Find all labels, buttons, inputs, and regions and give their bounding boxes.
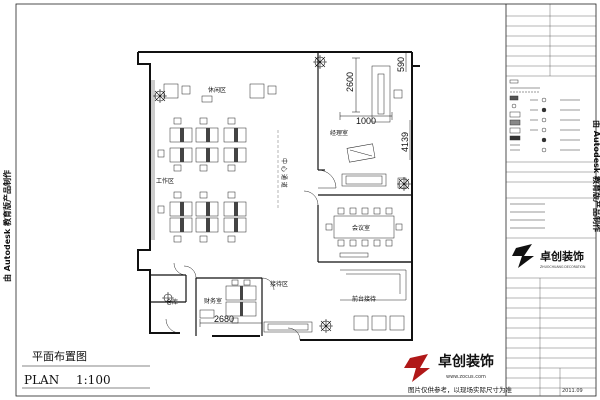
work-desks <box>169 127 247 233</box>
dimension-lines <box>199 52 411 327</box>
dim-2600: 2600 <box>345 72 355 92</box>
inner-walls <box>150 52 412 336</box>
room-label-reception: 接待区 <box>270 280 288 288</box>
lounge-furniture <box>163 83 277 103</box>
outer-walls <box>137 51 420 341</box>
company-logo-small: 卓创装饰 ZHUOCHUANG DECORATION <box>512 244 586 269</box>
date-stamp: 2011.09 <box>562 388 583 394</box>
company-name-large: 卓创装饰 <box>438 353 494 370</box>
footer-note: 图片仅供参考，以现场实际尺寸为准 <box>408 385 513 394</box>
plant-icons <box>153 55 411 333</box>
door-swings <box>165 169 337 341</box>
finance-partitions <box>240 286 243 316</box>
sheet-border <box>15 3 597 397</box>
floor-plan: 中 心 通 道 <box>137 51 420 341</box>
drawing-title: 平面布置图 PLAN 1:100 <box>22 350 150 389</box>
meeting-furniture <box>325 207 403 258</box>
corridor-label: 中 心 通 道 <box>280 158 288 188</box>
company-logo-large: 卓创装饰 www.zocus.com <box>404 353 494 382</box>
company-name-small: 卓创装饰 <box>540 249 584 263</box>
dim-4139: 4139 <box>400 132 410 152</box>
dim-1000: 1000 <box>356 116 376 126</box>
room-label-lounge: 休闲区 <box>208 86 226 94</box>
windows <box>151 80 155 240</box>
reception-furniture <box>263 269 407 333</box>
room-label-storage: 仓库 <box>166 298 178 306</box>
drawing-title-cn: 平面布置图 <box>32 350 87 363</box>
room-label-work: 工作区 <box>156 177 174 185</box>
work-partitions <box>180 128 238 232</box>
legend-symbols <box>509 79 580 229</box>
room-label-front-desk: 前台接待 <box>352 295 376 303</box>
company-pinyin: ZHUOCHUANG DECORATION <box>540 265 586 269</box>
company-url: www.zocus.com <box>446 374 486 380</box>
manager-furniture <box>341 65 407 189</box>
title-block <box>506 4 596 396</box>
drawing-scale: 1:100 <box>76 373 111 387</box>
watermark-right: 由 Autodesk 教育版产品制作 <box>592 120 600 232</box>
dim-2680: 2680 <box>214 314 234 324</box>
room-label-meeting: 会议室 <box>352 224 370 232</box>
dim-590: 590 <box>396 57 406 72</box>
room-label-finance: 财务室 <box>204 297 222 305</box>
room-label-manager: 经理室 <box>330 129 348 137</box>
drawing-title-en: PLAN <box>24 373 59 387</box>
watermark-left: 由 Autodesk 教育版产品制作 <box>2 170 12 282</box>
work-chairs <box>157 117 236 243</box>
